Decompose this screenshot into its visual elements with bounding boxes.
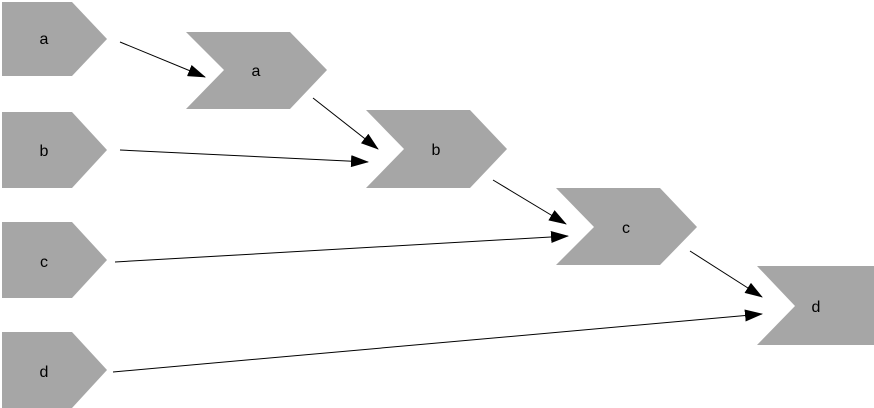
input-node-c-shape: [2, 222, 107, 298]
chain-node-c: c: [556, 188, 697, 265]
chain-node-a: a: [186, 32, 327, 109]
input-node-b-label: b: [40, 143, 49, 160]
chain-node-c-shape: [556, 188, 697, 265]
chain-node-c-label: c: [622, 220, 630, 237]
chain-node-b-shape: [366, 110, 507, 188]
arrow-chain-a-to-chain-b: [312, 97, 379, 150]
input-node-a-shape: [2, 2, 107, 76]
chain-node-d-label: d: [812, 299, 821, 316]
chain-node-b: b: [366, 110, 507, 188]
input-node-d: d: [2, 332, 107, 408]
input-node-b-shape: [2, 112, 107, 188]
arrow-input-a-to-chain-a: [119, 41, 206, 78]
input-node-d-label: d: [40, 364, 49, 381]
input-node-c: c: [2, 222, 107, 298]
arrow-input-d-to-chain-d: [112, 309, 763, 373]
input-node-a-label: a: [40, 31, 49, 48]
arrow-chain-b-to-chain-c: [492, 179, 567, 225]
arrow-input-b-to-chain-b: [119, 149, 369, 168]
chain-node-d: d: [757, 266, 874, 345]
input-node-b: b: [2, 112, 107, 188]
arrow-input-c-to-chain-c: [114, 230, 569, 263]
chain-node-b-label: b: [432, 142, 441, 159]
input-node-c-label: c: [40, 254, 48, 271]
chain-node-a-shape: [186, 32, 327, 109]
input-node-a: a: [2, 2, 107, 76]
input-node-d-shape: [2, 332, 107, 408]
chain-node-d-shape: [757, 266, 874, 345]
chain-node-a-label: a: [252, 63, 261, 80]
arrow-chain-c-to-chain-d: [689, 250, 763, 298]
